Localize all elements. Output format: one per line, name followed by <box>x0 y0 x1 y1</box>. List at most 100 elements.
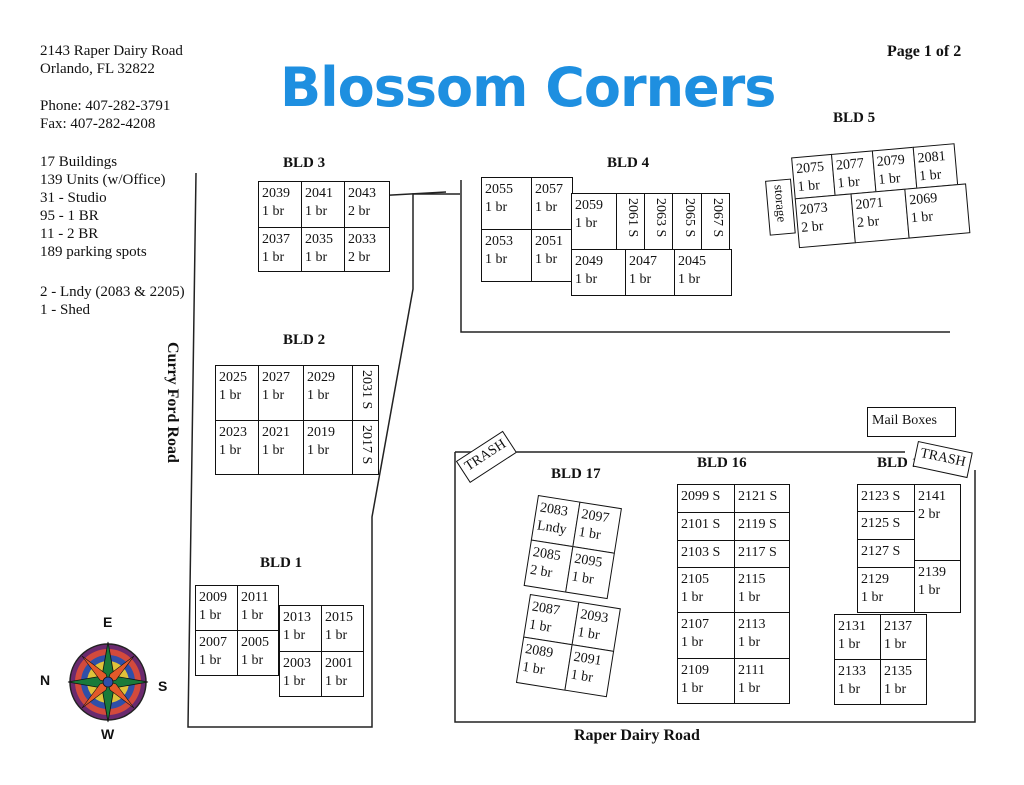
unit-2047: 2047 1 br <box>625 249 675 296</box>
bld2-label: BLD 2 <box>283 332 326 348</box>
unit-2043: 2043 2 br <box>344 181 390 228</box>
unit-2105: 2105 1 br <box>677 567 735 613</box>
unit-2103: 2103 S <box>677 540 735 568</box>
south-lot-line <box>454 452 976 723</box>
bld16-label: BLD 16 <box>697 455 747 471</box>
mail-boxes: Mail Boxes <box>867 407 956 437</box>
unit-2067: 2067 S <box>701 193 730 250</box>
unit-2015: 2015 1 br <box>321 605 364 652</box>
extra-shed: 1 - Shed <box>40 302 90 318</box>
unit-2089: 2089 1 br <box>515 636 573 691</box>
unit-2135: 2135 1 br <box>880 659 927 705</box>
storage-shed: storage <box>765 178 796 236</box>
unit-2113: 2113 1 br <box>734 612 790 659</box>
address-line-2: Orlando, FL 32822 <box>40 61 155 77</box>
extra-laundry: 2 - Lndy (2083 & 2205) <box>40 284 185 300</box>
unit-2139: 2139 1 br <box>914 560 961 613</box>
unit-2063: 2063 S <box>644 193 673 250</box>
compass-east-label: E <box>103 614 113 630</box>
unit-2127: 2127 S <box>857 539 915 568</box>
unit-2049: 2049 1 br <box>571 249 626 296</box>
stat-studio: 31 - Studio <box>40 190 107 206</box>
compass-north-label: N <box>40 672 51 688</box>
stat-units: 139 Units (w/Office) <box>40 172 166 188</box>
curry-ford-road-label: Curry Ford Road <box>164 342 181 463</box>
bld4-label: BLD 4 <box>607 155 650 171</box>
unit-2099: 2099 S <box>677 484 735 513</box>
unit-2101: 2101 S <box>677 512 735 541</box>
unit-2109: 2109 1 br <box>677 658 735 704</box>
unit-2045: 2045 1 br <box>674 249 732 296</box>
unit-2073: 2073 2 br <box>794 193 856 249</box>
unit-2129: 2129 1 br <box>857 567 915 613</box>
unit-2059: 2059 1 br <box>571 193 617 250</box>
unit-2121: 2121 S <box>734 484 790 513</box>
unit-2075: 2075 1 br <box>791 153 836 200</box>
unit-2131: 2131 1 br <box>834 614 881 660</box>
phone-text: Phone: 407-282-3791 <box>40 98 171 114</box>
unit-2035: 2035 1 br <box>301 227 345 272</box>
unit-2027: 2027 1 br <box>258 365 304 421</box>
stat-buildings: 17 Buildings <box>40 154 118 170</box>
unit-2107: 2107 1 br <box>677 612 735 659</box>
unit-2007: 2007 1 br <box>195 630 238 676</box>
unit-2029: 2029 1 br <box>303 365 353 421</box>
contact-block: Phone: 407-282-3791 Fax: 407-282-4208 <box>40 97 170 133</box>
unit-2019: 2019 1 br <box>303 420 353 475</box>
unit-2011: 2011 1 br <box>237 585 279 631</box>
unit-2069: 2069 1 br <box>904 183 971 239</box>
unit-2077: 2077 1 br <box>830 150 877 196</box>
unit-2033: 2033 2 br <box>344 227 390 272</box>
stat-parking: 189 parking spots <box>40 244 147 260</box>
unit-2111: 2111 1 br <box>734 658 790 704</box>
unit-2125: 2125 S <box>857 511 915 540</box>
bld17-label: BLD 17 <box>551 466 601 482</box>
bld1-label: BLD 1 <box>260 555 303 571</box>
page-title: Blossom Corners <box>280 56 776 119</box>
stat-2br: 11 - 2 BR <box>40 226 99 242</box>
unit-2065: 2065 S <box>672 193 702 250</box>
stat-1br: 95 - 1 BR <box>40 208 99 224</box>
page-number: Page 1 of 2 <box>887 43 962 60</box>
north-lot-line <box>460 180 950 333</box>
unit-2051: 2051 1 br <box>531 229 573 282</box>
address-line-1: 2143 Raper Dairy Road <box>40 43 183 59</box>
raper-dairy-road-label: Raper Dairy Road <box>574 727 700 744</box>
unit-2017: 2017 S <box>352 420 379 475</box>
unit-2091: 2091 1 br <box>564 644 615 698</box>
unit-2031: 2031 S <box>352 365 379 421</box>
compass-south-label: S <box>158 678 168 694</box>
unit-2001: 2001 1 br <box>321 651 364 697</box>
unit-2057: 2057 1 br <box>531 177 573 230</box>
unit-2003: 2003 1 br <box>279 651 322 697</box>
bld17-upper-group: 2083 Lndy 2097 1 br 2085 2 br 2095 1 br <box>522 495 627 608</box>
unit-2081: 2081 1 br <box>912 143 959 189</box>
unit-2021: 2021 1 br <box>258 420 304 475</box>
unit-2041: 2041 1 br <box>301 181 345 228</box>
unit-2133: 2133 1 br <box>834 659 881 705</box>
unit-2025: 2025 1 br <box>215 365 259 421</box>
unit-2115: 2115 1 br <box>734 567 790 613</box>
stats-block: 17 Buildings 139 Units (w/Office) 31 - S… <box>40 153 166 261</box>
unit-2013: 2013 1 br <box>279 605 322 652</box>
unit-2117: 2117 S <box>734 540 790 568</box>
unit-2141: 2141 2 br <box>914 484 961 561</box>
unit-2095: 2095 1 br <box>565 546 615 600</box>
unit-2037: 2037 1 br <box>258 227 302 272</box>
unit-2119: 2119 S <box>734 512 790 541</box>
bld5-group: storage 2075 1 br 2077 1 br 2079 1 br 20… <box>762 128 981 256</box>
fax-text: Fax: 407-282-4208 <box>40 116 156 132</box>
bld3-label: BLD 3 <box>283 155 326 171</box>
unit-2053: 2053 1 br <box>481 229 532 282</box>
bld17-lower-group: 2087 1 br 2093 1 br 2089 1 br 2091 1 br <box>514 594 628 708</box>
unit-2005: 2005 1 br <box>237 630 279 676</box>
extras-block: 2 - Lndy (2083 & 2205) 1 - Shed <box>40 283 185 319</box>
unit-2071: 2071 2 br <box>850 188 910 244</box>
bld5-label: BLD 5 <box>833 110 876 126</box>
unit-2097: 2097 1 br <box>572 501 622 554</box>
unit-2023: 2023 1 br <box>215 420 259 475</box>
unit-2061: 2061 S <box>616 193 645 250</box>
address-block: 2143 Raper Dairy Road Orlando, FL 32822 <box>40 42 183 78</box>
